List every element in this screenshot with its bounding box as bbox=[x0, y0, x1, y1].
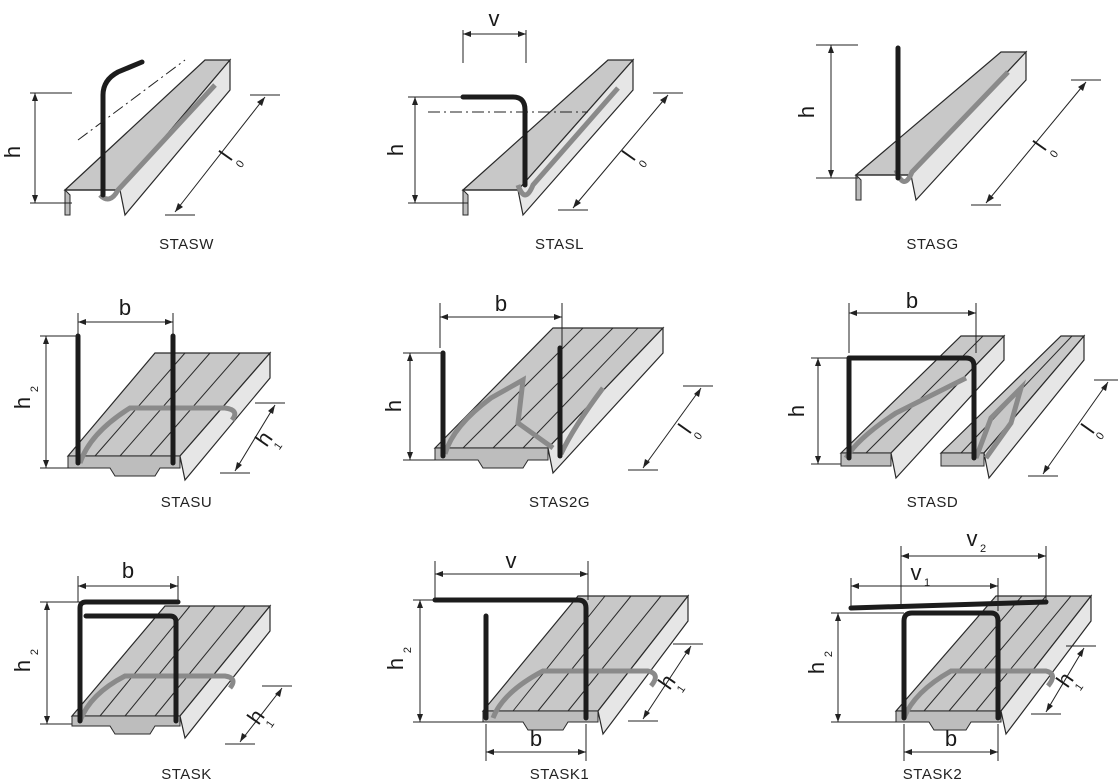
panel-stasw: h l 0 STASW bbox=[0, 0, 373, 258]
dim-v1-subscript: 1 bbox=[924, 577, 930, 589]
dim-h-label: h bbox=[784, 405, 809, 417]
dim-b-label: b bbox=[119, 295, 131, 320]
dim-v-label: v bbox=[506, 548, 517, 573]
dim-h2-subscript: 2 bbox=[29, 649, 41, 655]
dim-h-label: h bbox=[383, 144, 408, 156]
caption-stasw: STASW bbox=[159, 236, 214, 253]
dim-v-label: v bbox=[489, 6, 500, 31]
dim-l0-subscript: 0 bbox=[234, 158, 247, 170]
panel-stasg: h l 0 STASG bbox=[746, 0, 1119, 258]
dim-h1-subscript: 1 bbox=[675, 683, 688, 695]
dim-h-label: h bbox=[381, 400, 406, 412]
stask1-drawing: v h 2 h 1 b bbox=[383, 548, 703, 761]
stas2g-drawing: b h l 0 bbox=[381, 291, 713, 475]
panel-stasd: b h l 0 STASD bbox=[746, 258, 1119, 516]
stasu-drawing: b h 2 h 1 bbox=[10, 295, 285, 482]
stask-drawing: b h 2 h 1 bbox=[10, 558, 292, 745]
dim-h-label: h bbox=[794, 106, 819, 118]
caption-stasl: STASL bbox=[535, 236, 584, 253]
dim-h-label: h bbox=[0, 146, 25, 158]
caption-stasu: STASU bbox=[160, 494, 213, 511]
dim-h2-label: h bbox=[10, 397, 35, 409]
dim-v2-label: v bbox=[967, 526, 978, 551]
stasd-drawing: b h l 0 bbox=[784, 288, 1118, 480]
stasw-drawing: h l 0 bbox=[0, 58, 280, 217]
stasg-drawing: h l 0 bbox=[794, 44, 1101, 206]
dim-h2-label: h bbox=[10, 660, 35, 672]
stasl-drawing: v h l 0 bbox=[383, 6, 683, 217]
dim-b-label: b bbox=[906, 288, 918, 313]
dim-h2-label: h bbox=[383, 658, 408, 670]
dim-v1-label: v bbox=[911, 560, 922, 585]
caption-stas2g: STAS2G bbox=[528, 494, 591, 511]
dim-l0-subscript: 0 bbox=[1094, 430, 1107, 442]
caption-stasd: STASD bbox=[906, 494, 959, 511]
stask2-drawing: v 2 v 1 h 2 h 1 bbox=[804, 526, 1096, 761]
dim-b-label: b bbox=[530, 726, 542, 751]
dim-b-label: b bbox=[122, 558, 134, 583]
caption-stask2: STASK2 bbox=[902, 766, 963, 783]
panel-stasu: b h 2 h 1 STASU bbox=[0, 258, 373, 516]
panel-stasl: v h l 0 STASL bbox=[373, 0, 746, 258]
caption-stasg: STASG bbox=[906, 236, 959, 253]
dim-h1-subscript: 1 bbox=[272, 440, 285, 452]
dim-h2-label: h bbox=[804, 662, 829, 674]
dim-h1-subscript: 1 bbox=[1073, 681, 1086, 693]
panel-stas2g: b h l 0 STAS2G bbox=[373, 258, 746, 516]
panel-stask1: v h 2 h 1 b STASK1 bbox=[373, 516, 746, 783]
dim-v2-subscript: 2 bbox=[980, 543, 986, 555]
caption-stask: STASK bbox=[161, 766, 212, 783]
dim-h2-subscript: 2 bbox=[29, 386, 41, 392]
dim-b-label: b bbox=[945, 726, 957, 751]
panel-stask2: v 2 v 1 h 2 h 1 bbox=[746, 516, 1119, 783]
dim-h1-subscript: 1 bbox=[264, 718, 277, 730]
dim-l0-subscript: 0 bbox=[1048, 148, 1061, 160]
dim-b-label: b bbox=[495, 291, 507, 316]
dim-l0-subscript: 0 bbox=[637, 158, 650, 170]
dim-h2-subscript: 2 bbox=[402, 647, 414, 653]
panel-stask: b h 2 h 1 STASK bbox=[0, 516, 373, 783]
dim-l0-subscript: 0 bbox=[692, 430, 705, 442]
caption-stask1: STASK1 bbox=[529, 766, 590, 783]
dim-h2-subscript: 2 bbox=[823, 651, 835, 657]
